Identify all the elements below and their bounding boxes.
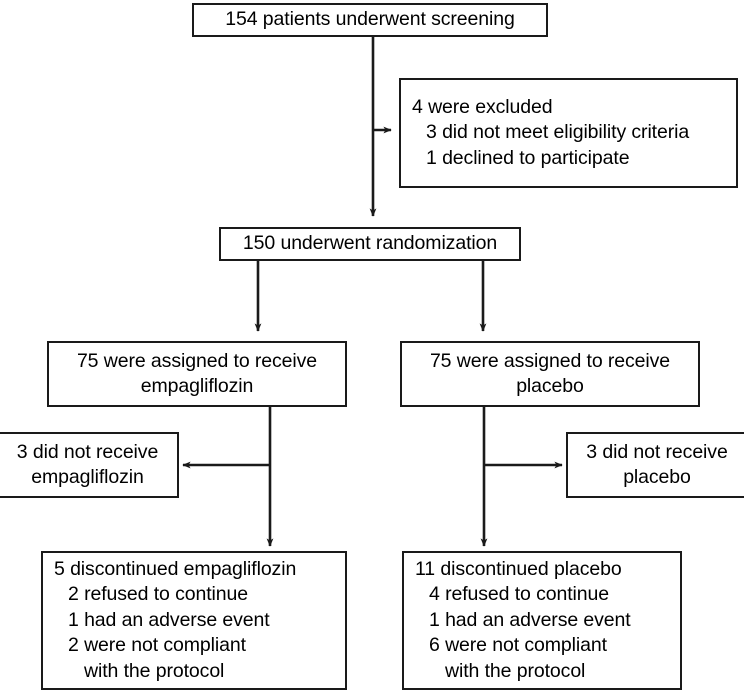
node-discontinued-placebo-line-5: with the protocol bbox=[445, 659, 586, 682]
node-discontinued-empagliflozin-line-1: 5 discontinued empagliflozin bbox=[54, 557, 297, 580]
node-screening-line-1: 154 patients underwent screening bbox=[225, 8, 515, 31]
node-assigned-empagliflozin-line-1: 75 were assigned to receive bbox=[76, 349, 318, 372]
node-excluded-line-1: 4 were excluded bbox=[412, 95, 553, 118]
node-not-received-placebo-line-1: 3 did not receive bbox=[586, 440, 728, 463]
node-discontinued-placebo-line-1: 11 discontinued placebo bbox=[415, 557, 622, 580]
node-not-received-empagliflozin-line-1: 3 did not receive bbox=[16, 440, 159, 463]
node-assigned-placebo-line-1: 75 were assigned to receive bbox=[429, 349, 671, 372]
node-discontinued-placebo-line-2: 4 refused to continue bbox=[429, 583, 610, 606]
node-not-received-empagliflozin-line-2: empagliflozin bbox=[31, 466, 144, 488]
node-excluded-line-2: 3 did not meet eligibility criteria bbox=[426, 121, 690, 144]
node-excluded-line-3: 1 declined to participate bbox=[426, 146, 630, 169]
node-assigned-placebo-line-2: placebo bbox=[516, 375, 584, 397]
node-discontinued-placebo: 11 discontinued placebo 4 refused to con… bbox=[402, 551, 682, 690]
node-assigned-empagliflozin-line-2: empagliflozin bbox=[140, 375, 254, 397]
node-discontinued-placebo-line-3: 1 had an adverse event bbox=[429, 608, 631, 631]
node-discontinued-empagliflozin: 5 discontinued empagliflozin 2 refused t… bbox=[41, 551, 347, 690]
node-randomization: 150 underwent randomization bbox=[219, 227, 521, 261]
node-discontinued-empagliflozin-line-4: 2 were not compliant bbox=[68, 634, 246, 657]
node-discontinued-empagliflozin-line-5: with the protocol bbox=[84, 659, 225, 682]
node-randomization-line-1: 150 underwent randomization bbox=[242, 232, 498, 255]
node-assigned-placebo: 75 were assigned to receive placebo bbox=[400, 341, 700, 407]
node-discontinued-placebo-line-4: 6 were not compliant bbox=[429, 634, 607, 657]
node-discontinued-empagliflozin-line-3: 1 had an adverse event bbox=[68, 608, 270, 631]
node-not-received-placebo: 3 did not receive placebo bbox=[566, 432, 744, 498]
node-assigned-empagliflozin: 75 were assigned to receive empagliflozi… bbox=[47, 341, 347, 407]
node-discontinued-empagliflozin-line-2: 2 refused to continue bbox=[68, 583, 249, 606]
node-screening: 154 patients underwent screening bbox=[192, 3, 548, 37]
node-not-received-placebo-line-2: placebo bbox=[623, 466, 691, 488]
node-excluded: 4 were excluded 3 did not meet eligibili… bbox=[399, 78, 738, 188]
node-not-received-empagliflozin: 3 did not receive empagliflozin bbox=[0, 432, 179, 498]
